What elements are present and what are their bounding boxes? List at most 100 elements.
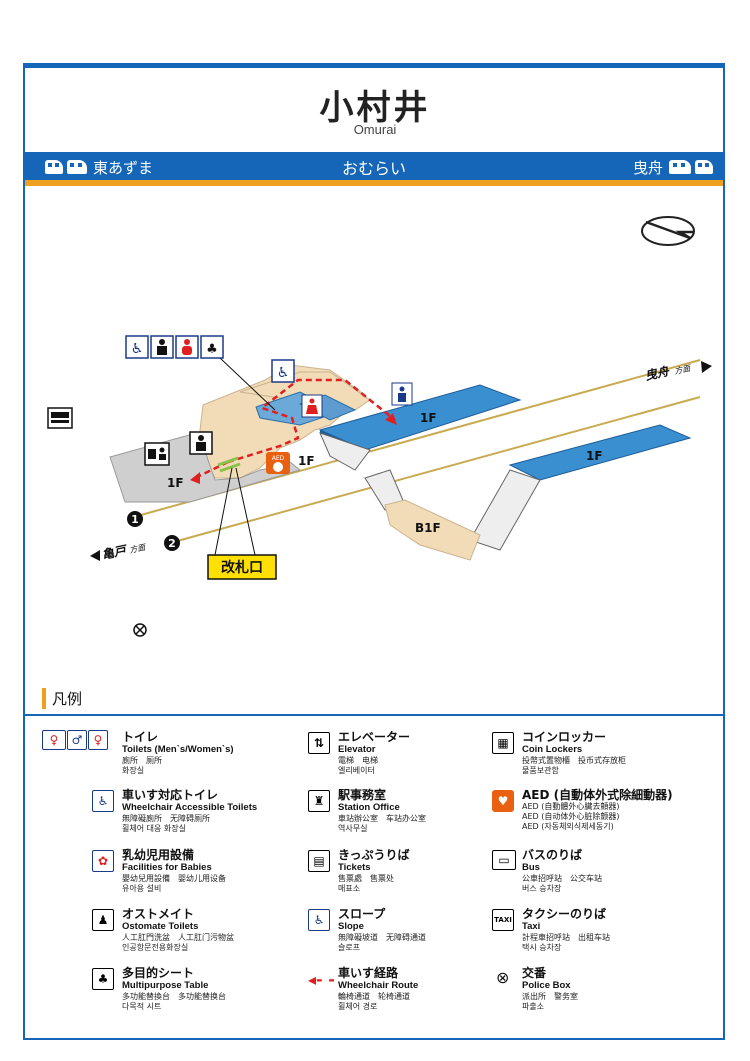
multipurpose-table-icon: ♣ bbox=[92, 968, 114, 990]
slope-icon: ♿ bbox=[271, 359, 295, 383]
svg-text:♿: ♿ bbox=[131, 341, 144, 357]
legend-label-ko: 휠체어 대응 화장실 bbox=[122, 824, 186, 833]
men-toilet-icon: ♂ bbox=[67, 730, 87, 750]
legend-label-ko: 물품보관함 bbox=[522, 766, 559, 775]
toilet-icon: ♀ bbox=[42, 730, 66, 750]
train-icon bbox=[695, 160, 713, 174]
legend-item-baby-facility: ✿ 乳幼児用設備 Facilities for Babies 嬰幼兒用設備 婴幼… bbox=[92, 848, 302, 894]
legend-label-ja: エレベーター bbox=[338, 730, 411, 744]
floor-label-1f-d: 1F bbox=[167, 476, 184, 490]
legend-label-en: Wheelchair Accessible Toilets bbox=[122, 802, 258, 813]
legend-label-ja: トイレ bbox=[122, 730, 159, 744]
wheelchair-route-icon: ◂- - bbox=[308, 970, 335, 989]
police-box-icon: ⊗ bbox=[496, 968, 510, 987]
train-icon bbox=[45, 160, 63, 174]
legend-label-zh: 人工肛門洗盆 人工肛门污物盆 bbox=[122, 933, 234, 942]
arrow-right-icon bbox=[701, 361, 712, 373]
gate-mark bbox=[219, 462, 241, 473]
legend-label-zh: 車站辦公室 车站办公室 bbox=[338, 814, 426, 823]
legend-label-ja: きっぷうりば bbox=[338, 848, 410, 862]
stairs-right bbox=[469, 469, 541, 551]
legend-label-zh: 派出所 警务室 bbox=[522, 992, 578, 1001]
ticket-gate-label: 改札口 bbox=[221, 559, 263, 576]
floor-label-1f-b: 1F bbox=[586, 449, 603, 463]
legend-label-zh: 廁所 厕所 bbox=[122, 756, 162, 765]
legend-item-bus: ▭ バスのりば Bus 公車招呼站 公交车站 버스 승차장 bbox=[492, 848, 702, 894]
legend-label-en: Ostomate Toilets bbox=[122, 921, 199, 932]
legend-label-zh: AED (自动体外心脏除颤器) bbox=[522, 812, 620, 821]
legend-label-zh: 公車招呼站 公交车站 bbox=[522, 874, 602, 883]
legend-label-en: Multipurpose Table bbox=[122, 980, 209, 991]
station-map: 1 2 曳舟 方面 亀戸 方面 1F 1F 1F 1F B1F 改札口 ♿ ♣ … bbox=[47, 216, 712, 637]
legend-title: 凡例 bbox=[42, 688, 82, 709]
map-frame bbox=[23, 63, 725, 1040]
bus-icon bbox=[47, 407, 73, 429]
platform-lower bbox=[508, 424, 692, 481]
legend-item-elevator: ⇅ エレベーター Elevator 電梯 电梯 엘리베이터 bbox=[308, 730, 518, 776]
baby-facility-icon bbox=[175, 335, 199, 359]
arrow-left-icon bbox=[90, 550, 100, 561]
legend-label-ja: 多目的シート bbox=[122, 966, 195, 980]
legend-label-ko: 휠체어 경로 bbox=[338, 1002, 378, 1011]
station-reading: おむらい bbox=[341, 159, 406, 178]
legend-label-ko: 다목적 시트 bbox=[122, 1002, 162, 1011]
legend-label-ko: 화장실 bbox=[122, 766, 145, 775]
legend-label-en: Elevator bbox=[338, 744, 376, 755]
aed-icon: ♥ bbox=[492, 790, 514, 812]
floor-label-b1f: B1F bbox=[415, 521, 441, 535]
route-arrowhead bbox=[385, 413, 397, 425]
legend-label-zh: 售票處 售票处 bbox=[338, 874, 394, 883]
svg-text:AED: AED bbox=[272, 455, 285, 462]
legend-label-ko: 파출소 bbox=[522, 1002, 545, 1011]
gate-leader bbox=[214, 467, 233, 556]
legend-label-ja: 車いす経路 bbox=[338, 966, 399, 980]
legend-item-wheelchair-route: ◂- - 車いす経路 Wheelchair Route 輪椅通道 轮椅通道 휠체… bbox=[308, 966, 518, 1012]
floor-label-1f-a: 1F bbox=[420, 411, 437, 425]
track-1-number: 1 bbox=[131, 513, 139, 526]
legend-label-zh: 輪椅通道 轮椅通道 bbox=[338, 992, 410, 1001]
legend-item-aed: ♥ AED (自動体外式除細動器) AED (自動體外心臟去顫器) AED (自… bbox=[492, 788, 702, 832]
taxi-icon: TAXI bbox=[492, 909, 514, 931]
multipurpose-table-icon: ♣ bbox=[200, 335, 224, 359]
police-box-icon bbox=[133, 623, 147, 637]
route-arrowhead bbox=[190, 472, 200, 484]
legend-label-en: Slope bbox=[338, 921, 364, 932]
svg-text:♿: ♿ bbox=[277, 365, 290, 381]
legend-label-ja: スロープ bbox=[338, 907, 386, 921]
cluster-leader bbox=[219, 357, 276, 411]
direction-kameido-suffix: 方面 bbox=[129, 542, 148, 555]
ticket-gate-box bbox=[207, 554, 277, 580]
ostomate-toilet-icon: ♟ bbox=[92, 909, 114, 931]
legend-label-ja: 交番 bbox=[522, 966, 547, 980]
stairs-upper bbox=[319, 432, 371, 471]
direction-hikifune-label: 曳舟 bbox=[644, 364, 671, 383]
legend-label-zh: 多功能替換台 多功能替换台 bbox=[122, 992, 226, 1001]
baby-facility-icon: ✿ bbox=[92, 850, 114, 872]
tickets-icon: ▤ bbox=[308, 850, 330, 872]
legend-label-ko: 택시 승차장 bbox=[522, 943, 562, 952]
legend-label-en: Taxi bbox=[522, 921, 541, 932]
legend-label-ko: 인공항문전용화장실 bbox=[122, 943, 189, 952]
legend-label-zh: 計程車招呼站 出租车站 bbox=[522, 933, 610, 942]
women-toilet-icon: ♀ bbox=[88, 730, 108, 750]
legend-item-police-box: ⊗ 交番 Police Box 派出所 警务室 파출소 bbox=[492, 966, 702, 1012]
station-office-icon: ♜ bbox=[308, 790, 330, 812]
legend-label-ja: 車いす対応トイレ bbox=[122, 788, 219, 802]
compass-icon bbox=[641, 216, 695, 246]
legend-label-ja: AED (自動体外式除細動器) bbox=[522, 788, 673, 802]
legend-label-en: Police Box bbox=[522, 980, 571, 991]
wheelchair-route bbox=[194, 378, 396, 480]
right-direction-label: 曳舟 bbox=[632, 159, 663, 177]
legend-label-ko: 버스 승차장 bbox=[522, 884, 562, 893]
wheelchair-toilet-icon: ♿ bbox=[92, 790, 114, 812]
train-icon bbox=[67, 160, 87, 174]
legend-item-toilet: ♀ ♂ ♀ トイレ Toilets (Men`s/Women`s) 廁所 厕所 … bbox=[42, 730, 252, 776]
legend-label-en: Tickets bbox=[338, 862, 371, 873]
station-office-icon bbox=[189, 431, 213, 455]
track-1-marker bbox=[127, 511, 143, 527]
track-2-number: 2 bbox=[168, 537, 176, 550]
train-icon bbox=[669, 160, 691, 174]
legend-label-zh: 電梯 电梯 bbox=[338, 756, 378, 765]
legend-label-en: AED (自動體外心臟去顫器) bbox=[522, 802, 620, 811]
legend-item-coin-locker: ▦ コインロッカー Coin Lockers 投幣式置物櫃 投币式存放柜 물품보… bbox=[492, 730, 702, 776]
